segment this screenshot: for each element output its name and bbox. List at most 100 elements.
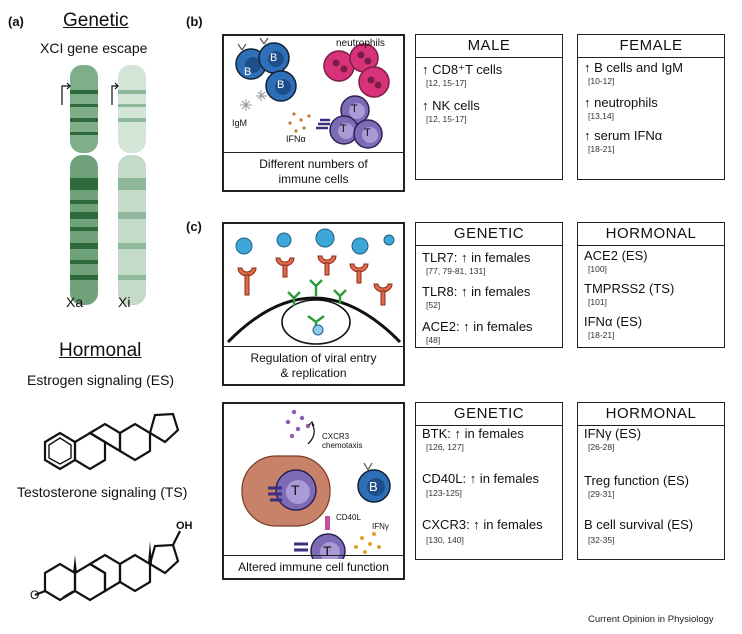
hormonal-box-2: HORMONAL IFNγ (ES) [26-28] Treg function… [577,402,725,560]
testosterone-label: Testosterone signaling (TS) [17,484,188,500]
xa-label: Xa [66,294,84,310]
hormonal2-ref-3: [32-35] [588,535,615,545]
testosterone-structure [34,530,181,602]
b-cell-label-4: B [369,479,378,494]
hormonal2-ref-1: [26-28] [588,442,615,452]
genetic1-entry-2: TLR8: ↑ in females [422,284,531,299]
female-header: FEMALE [578,35,724,58]
xi-chromosome [111,65,146,305]
hormonal2-entry-2: Treg function (ES) [584,473,690,488]
viral-caption-line2: & replication [280,366,347,380]
cd40l-label: CD40L [336,513,361,522]
ifng-dots [354,532,381,554]
hydroxyl-label: OH [176,520,193,532]
genetic-box-2: GENETIC BTK: ↑ in females [126, 127] CD4… [415,402,563,560]
journal-footer: Current Opinion in Physiology [588,614,714,625]
neutrophil-group [323,43,390,98]
male-ref-1: [12, 15-17] [426,78,467,88]
t-cell-label-2: T [340,123,347,135]
ifng-label: IFNγ [372,522,389,531]
genetic-title: Genetic [63,10,129,31]
caption-line1: Different numbers of [259,157,368,171]
immune-cells-drawing [235,37,390,149]
female-entry-3: ↑ serum IFNα [584,128,663,143]
xci-label: XCI gene escape [40,40,148,56]
cell-function-illustration: CXCR3 chemotaxis CD40L IFNγ T B T Altere… [222,402,405,580]
panel-a-label: (a) [8,14,24,29]
t-cell-label-5: T [323,543,332,559]
cell-function-caption: Altered immune cell function [224,555,403,578]
chromosome-illustration [61,65,146,305]
neutrophils-label: neutrophils [336,38,385,49]
xi-label: Xi [118,294,131,310]
genetic1-ref-2: [52] [426,300,441,310]
igm-molecules [240,90,267,111]
hormonal-title: Hormonal [59,340,142,361]
igm-label: IgM [232,118,248,128]
hormonal1-ref-1: [100] [588,264,607,274]
genetic-box-1: GENETIC TLR7: ↑ in females [77, 79-81, 1… [415,222,563,348]
panel-c-label: (c) [186,219,202,234]
hormonal-header-1: HORMONAL [578,223,724,246]
tlr-receptors [287,279,347,332]
hormonal1-entry-1: ACE2 (ES) [584,248,648,263]
estrogen-structure [43,412,180,471]
genetic1-ref-3: [48] [426,335,441,345]
genetic-header-2: GENETIC [416,403,562,426]
cxcr3-label: CXCR3 [322,432,350,441]
b-cell-label-1: B [244,66,252,78]
ifna-label: IFNα [286,134,306,144]
t-cell-label-3: T [364,127,371,139]
ketone-o-label: O [30,588,40,602]
hormonal2-ref-2: [29-31] [588,489,615,499]
male-box: MALE ↑ CD8⁺T cells [12, 15-17] ↑ NK cell… [415,34,563,180]
t-cell-label-4: T [291,482,300,498]
hormonal1-entry-3: IFNα (ES) [584,314,643,329]
genetic-header-1: GENETIC [416,223,562,246]
immune-cells-illustration: B B B neutrophils IgM IFNα T T T Differe… [222,34,405,192]
female-ref-1: [10-12] [588,76,615,86]
hormonal2-entry-1: IFNγ (ES) [584,426,642,441]
panel-b-label: (b) [186,14,203,29]
b-cell-label-2: B [270,52,278,64]
hormonal2-entry-3: B cell survival (ES) [584,517,694,532]
estrogen-label: Estrogen signaling (ES) [27,372,175,388]
male-header: MALE [416,35,562,58]
t-cell-group [316,95,383,149]
genetic2-entry-1: BTK: ↑ in females [422,426,524,441]
genetic2-entry-3: CXCR3: ↑ in females [422,517,543,532]
virus-particles [235,228,395,255]
ace2-receptors [237,255,393,306]
cell-function-drawing [241,409,391,559]
genetic1-entry-3: ACE2: ↑ in females [422,319,533,334]
viral-entry-illustration: Regulation of viral entry & replication [222,222,405,386]
female-entry-2: ↑ neutrophils [584,95,658,110]
hormonal1-entry-2: TMPRSS2 (TS) [584,281,675,296]
hormonal-box-1: HORMONAL ACE2 (ES) [100] TMPRSS2 (TS) [1… [577,222,725,348]
chemotaxis-label: chemotaxis [322,441,363,450]
viral-entry-caption: Regulation of viral entry & replication [224,346,403,384]
genetic2-ref-2: [123-125] [426,488,462,498]
function-caption-text: Altered immune cell function [238,560,389,574]
immune-cells-caption: Different numbers of immune cells [224,152,403,190]
viral-entry-drawing [226,228,402,345]
t-cell-label-1: T [351,103,358,115]
hormonal1-ref-2: [101] [588,297,607,307]
male-entry-2: ↑ NK cells [422,98,480,113]
b-cell-label-3: B [277,79,285,91]
genetic2-ref-1: [126, 127] [426,442,464,452]
male-entry-1: ↑ CD8⁺T cells [422,62,503,77]
hormonal1-ref-3: [18-21] [588,330,615,340]
male-ref-2: [12, 15-17] [426,114,467,124]
hormonal-header-2: HORMONAL [578,403,724,426]
genetic1-entry-1: TLR7: ↑ in females [422,250,531,265]
female-ref-3: [18-21] [588,144,615,154]
female-entry-1: ↑ B cells and IgM [584,60,683,75]
genetic1-ref-1: [77, 79-81, 131] [426,266,486,276]
xa-chromosome [61,65,98,305]
genetic2-entry-2: CD40L: ↑ in females [422,471,540,486]
female-box: FEMALE ↑ B cells and IgM [10-12] ↑ neutr… [577,34,725,180]
ifna-dots [288,112,311,133]
b-cell-group [235,37,297,102]
caption-line2: immune cells [278,172,349,186]
